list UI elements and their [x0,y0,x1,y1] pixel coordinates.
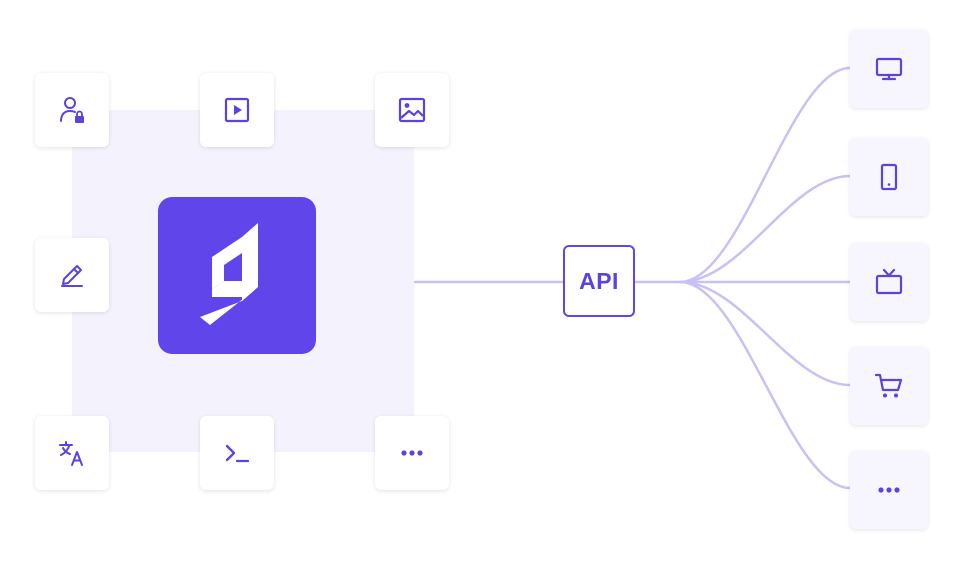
feature-card-image[interactable] [375,73,449,147]
pencil-icon [61,265,83,287]
play-icon [224,97,250,123]
output-card-tv[interactable] [850,243,928,321]
feature-card-terminal[interactable] [200,416,274,490]
output-card-desktop[interactable] [850,30,928,108]
output-card-tablet[interactable] [850,138,928,216]
more-icon [401,450,423,456]
brand-logo-icon [200,222,258,325]
feature-card-more[interactable] [375,416,449,490]
brand-logo [158,197,316,354]
connector-to-desktop [678,66,852,284]
more-icon [878,487,900,493]
output-card-more[interactable] [850,451,928,529]
tablet-icon [880,163,898,191]
feature-card-video[interactable] [200,73,274,147]
api-node[interactable]: API [563,245,635,317]
terminal-icon [225,444,250,463]
feature-card-translate[interactable] [35,416,109,490]
user-lock-icon [60,97,84,123]
connector-to-tablet [678,174,852,284]
output-card-cart[interactable] [850,347,928,425]
api-label: API [579,267,619,294]
desktop-icon [875,57,903,81]
connector-to-more [678,280,852,490]
cart-icon [874,373,903,398]
tv-icon [875,268,903,295]
feature-card-user-access[interactable] [35,73,109,147]
translate-icon [59,441,83,466]
image-icon [398,97,426,123]
connector-to-cart [678,280,852,387]
feature-card-edit[interactable] [35,238,109,312]
